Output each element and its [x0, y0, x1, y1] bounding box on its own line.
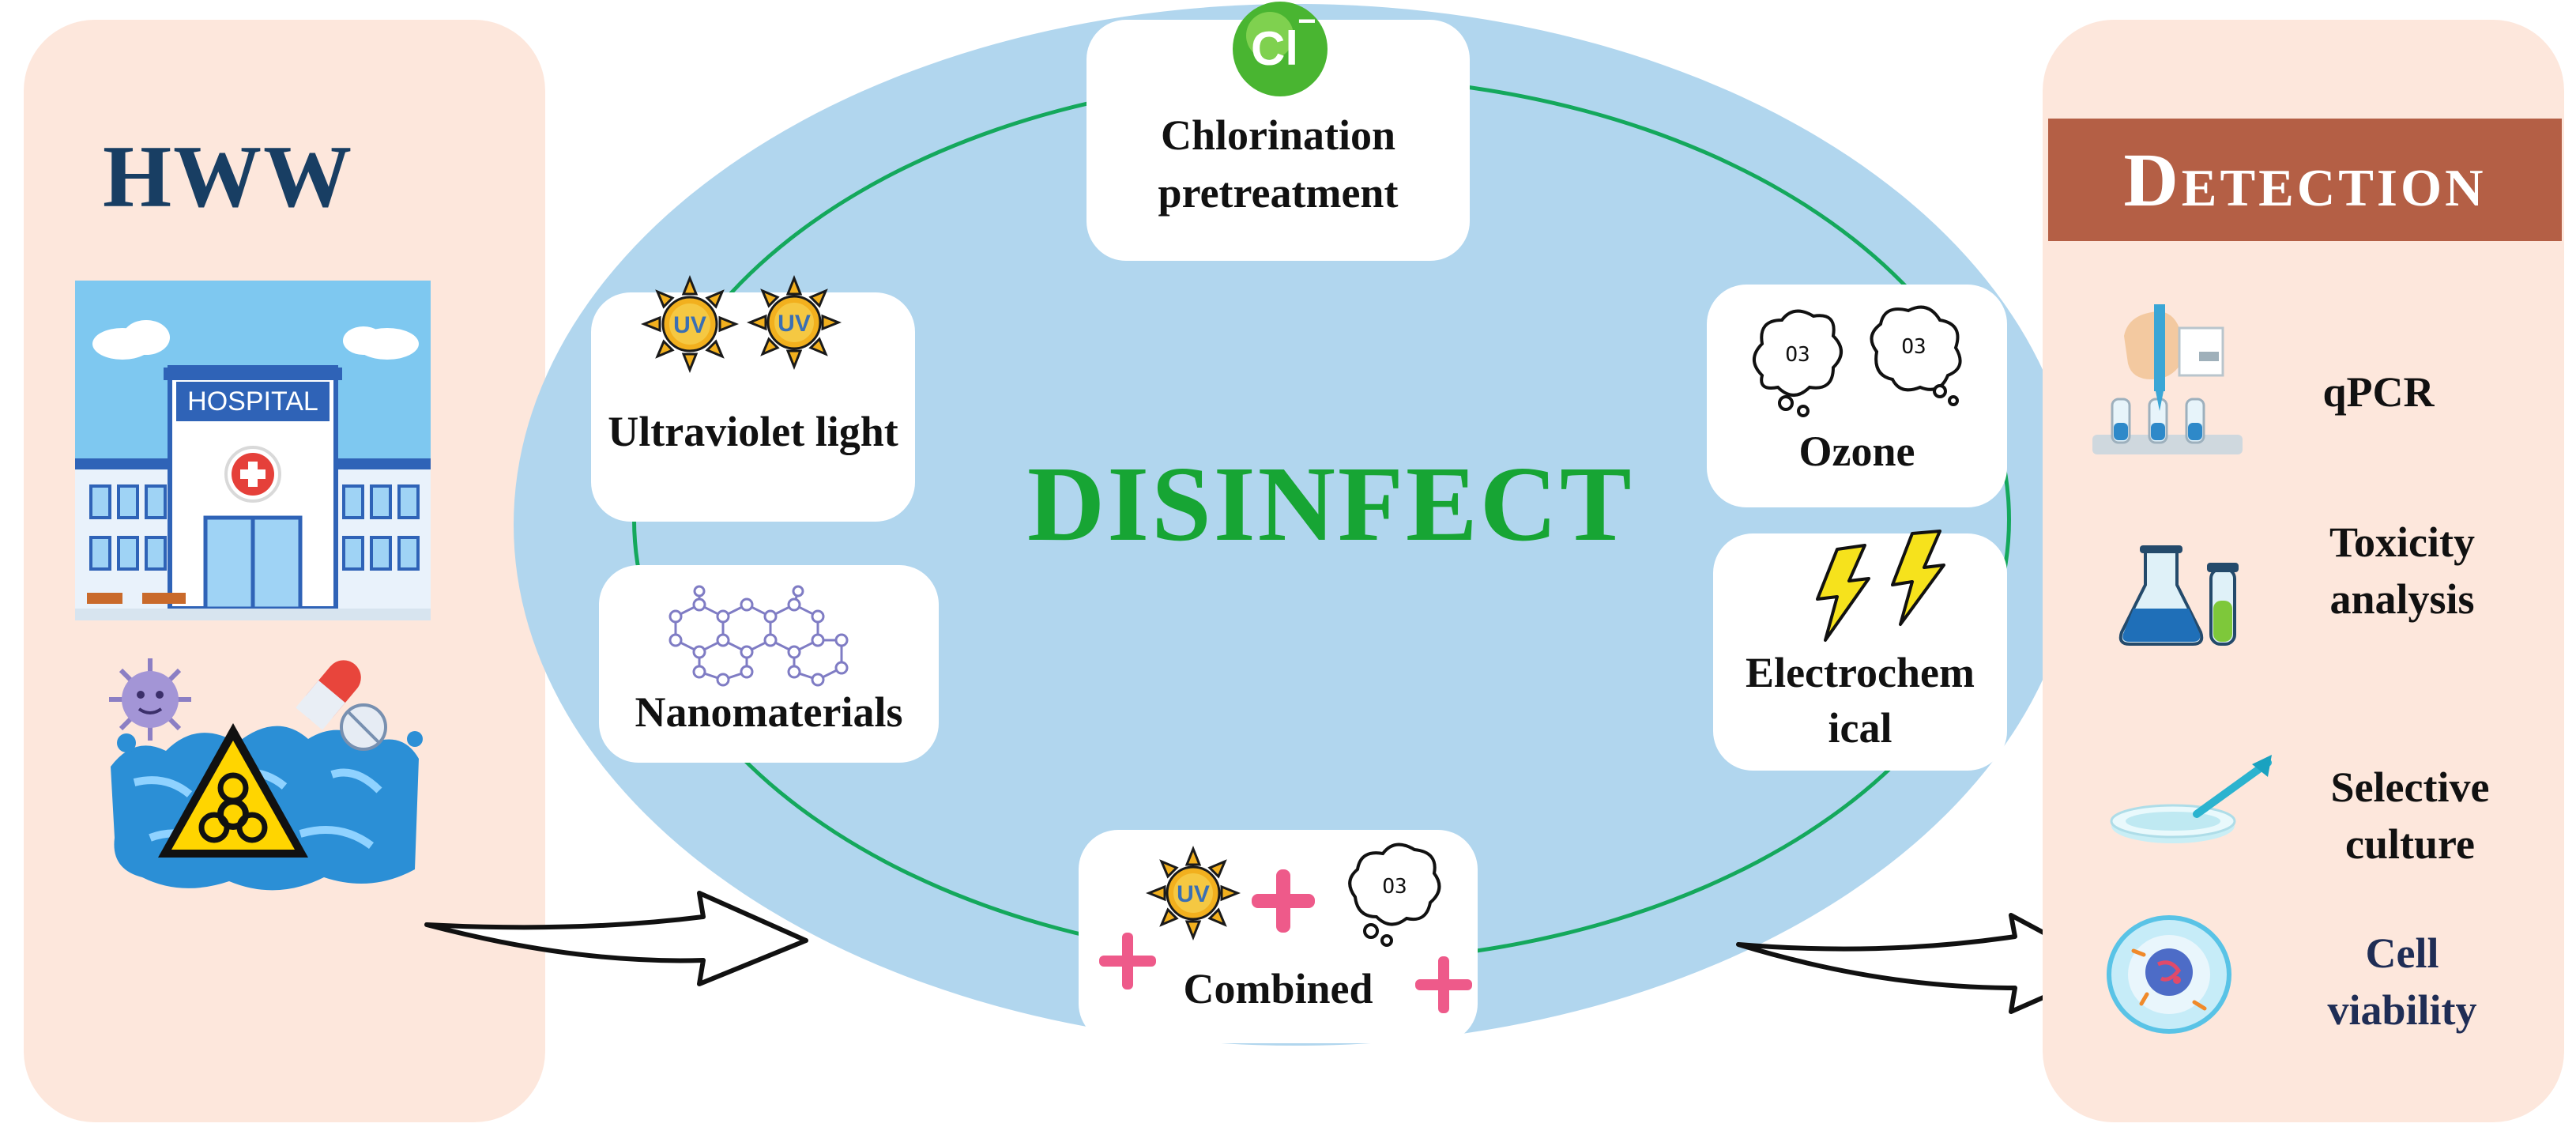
ozone-cloud-icon — [1348, 843, 1441, 947]
chlorine-symbol: Cl — [1251, 22, 1298, 75]
petri-dish-icon — [2110, 755, 2272, 843]
cell-icon — [2107, 915, 2231, 1034]
electrochemical-label-line2: ical — [1828, 704, 1892, 752]
lightning-bolt-icon — [1816, 530, 1945, 642]
ozone-badge: O3 — [1901, 335, 1926, 359]
ozone-label: Ozone — [1798, 428, 1915, 475]
toxicity-label-line2: analysis — [2329, 575, 2475, 623]
combined-label: Combined — [1183, 965, 1373, 1012]
toxicity-label-line1: Toxicity — [2329, 518, 2476, 566]
card-electrochemical: Electrochem ical — [1713, 533, 2007, 771]
plus-icon — [1099, 869, 1472, 1013]
viability-label-line2: viability — [2327, 986, 2477, 1034]
viability-label-line1: Cell — [2365, 929, 2439, 977]
flask-icon — [2118, 545, 2239, 646]
card-ozone: Ozone — [1707, 285, 2007, 507]
culture-label-line2: culture — [2345, 820, 2475, 868]
qpcr-label: qPCR — [2322, 368, 2435, 416]
hww-title: HWW — [103, 128, 354, 226]
nanomaterials-label: Nanomaterials — [635, 688, 903, 736]
hospital-icon: HOSPITAL — [75, 281, 431, 620]
detection-title: Detection — [2123, 138, 2487, 222]
card-ultraviolet: Ultraviolet light — [591, 292, 915, 522]
chlorination-label-line1: Chlorination — [1160, 111, 1396, 159]
uv-label: Ultraviolet light — [608, 408, 898, 455]
electrochemical-label-line1: Electrochem — [1746, 649, 1975, 696]
biohazard-icon — [158, 723, 308, 858]
uv-sun-icon: UV — [1145, 845, 1241, 941]
disinfect-title: DISINFECT — [1027, 445, 1634, 564]
chlorine-ion-icon: Cl − — [1233, 2, 1328, 96]
chlorine-charge: − — [1297, 4, 1316, 39]
chlorination-label-line2: pretreatment — [1158, 169, 1399, 217]
uv-sun-icon: UV UV — [640, 274, 842, 374]
uv-badge: UV — [778, 311, 811, 337]
nanomaterial-molecule-icon — [668, 585, 849, 687]
ozone-cloud-icon: O3 O3 — [1753, 305, 1962, 417]
pipette-tubes-icon — [2092, 304, 2243, 454]
detection-banner: Detection — [2048, 119, 2562, 241]
hww-pollutants-illustration — [109, 658, 423, 891]
combined-icons: UV O3 — [1099, 843, 1472, 1013]
uv-badge: UV — [673, 312, 706, 338]
ozone-badge: O3 — [1382, 875, 1407, 899]
arrow-right-icon — [424, 891, 808, 986]
virus-icon — [109, 658, 191, 741]
pill-icon — [296, 660, 361, 730]
uv-badge: UV — [1177, 881, 1210, 907]
card-nanomaterials: Nanomaterials — [599, 565, 939, 763]
hospital-sign-text: HOSPITAL — [187, 386, 318, 417]
ozone-badge: O3 — [1785, 343, 1810, 367]
culture-label-line1: Selective — [2330, 763, 2490, 811]
